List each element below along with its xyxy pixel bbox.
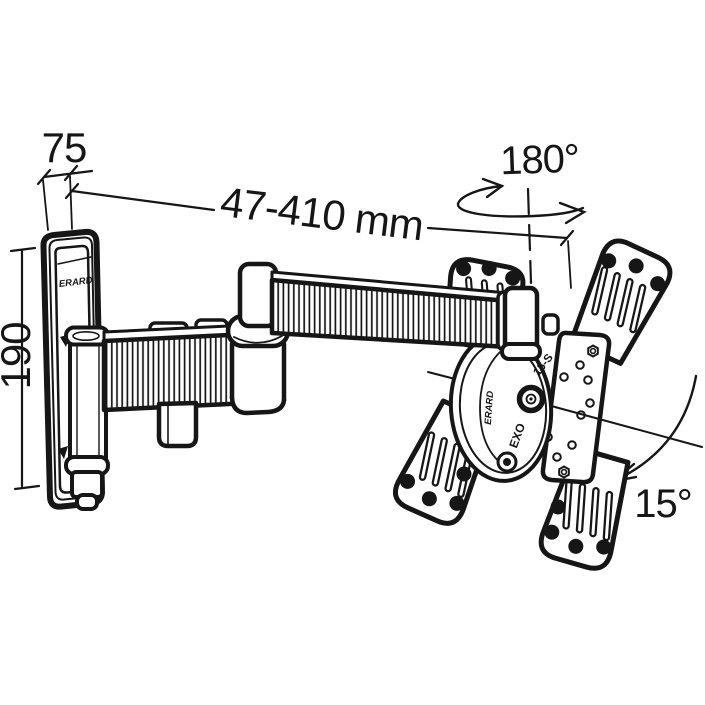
tick-icon — [36, 168, 52, 186]
clip-wedge-icon — [58, 446, 68, 459]
dimension-depth: 75 — [36, 124, 94, 231]
post-hook — [541, 313, 560, 336]
swivel-rotation-arrow-icon — [456, 177, 587, 225]
vesa-plate — [540, 330, 612, 485]
depth-dimension-label: 75 — [42, 124, 87, 171]
tilt-hub: 15-S EXO ERARD — [448, 333, 556, 483]
tick-icon — [559, 229, 575, 247]
upper-arm — [237, 261, 560, 361]
hex-screw-icon — [587, 344, 599, 358]
tick-icon — [64, 182, 80, 200]
swivel-axis-dashed-line — [526, 187, 533, 285]
height-dimension-label: 190 — [0, 322, 39, 389]
wall-plate-brand-text: ERARD — [58, 275, 93, 290]
hub-brand-text: ERARD — [483, 390, 496, 425]
hex-screw-icon — [558, 465, 570, 479]
vesa-hole — [456, 466, 472, 482]
swivel-angle-label: 180° — [499, 137, 579, 184]
under-arm-hook — [156, 400, 199, 449]
lower-arm — [101, 318, 273, 449]
hinge-column — [58, 325, 110, 511]
hub-pivot-bullseye — [516, 384, 546, 414]
vesa-hole — [550, 499, 566, 515]
post-collar — [500, 342, 542, 361]
tick-icon — [63, 164, 79, 182]
dimension-height: 190 — [0, 246, 41, 491]
swivel-annotation: 180° — [456, 137, 587, 285]
tilt-angle-label: 15° — [634, 482, 692, 526]
tilt-axis-line — [532, 400, 703, 448]
